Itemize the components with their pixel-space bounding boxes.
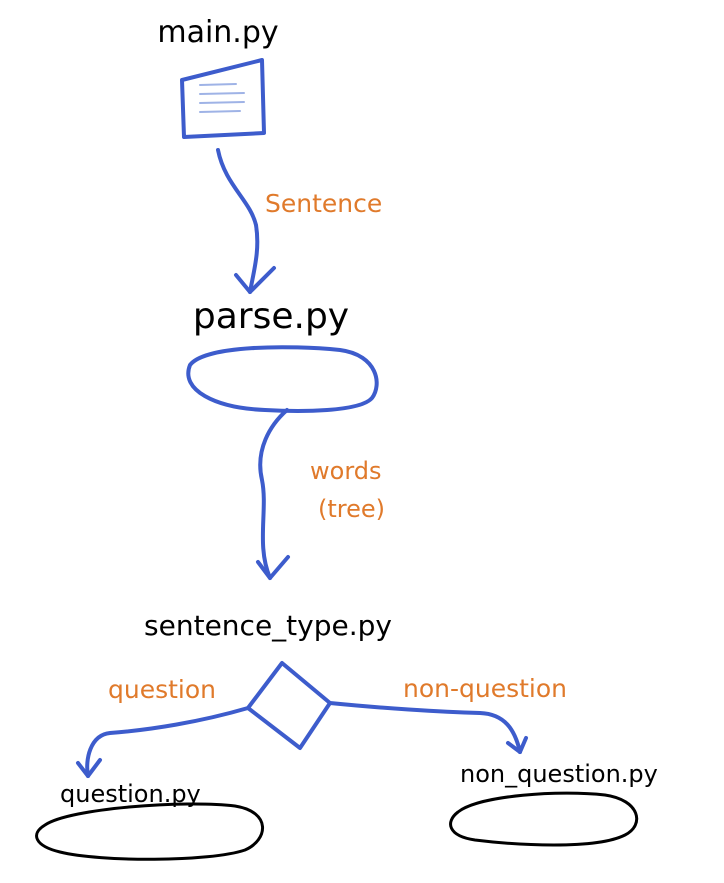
main-py-label: main.py: [157, 15, 278, 50]
edge-label-non-question: non-question: [403, 674, 567, 703]
non-question-py-label: non_question.py: [460, 760, 658, 788]
parse-py-label: parse.py: [193, 296, 349, 337]
edge-main-to-parse: [216, 148, 260, 294]
edge-label-tree: (tree): [318, 495, 385, 523]
sentence-type-py-label: sentence_type.py: [144, 609, 392, 642]
arrowhead-main-to-parse: [234, 266, 276, 294]
arrowhead-to-non-question: [506, 736, 528, 754]
non-question-oval: [449, 791, 639, 847]
edge-label-sentence: Sentence: [265, 189, 382, 218]
parse-oval: [186, 345, 379, 413]
edge-label-words: words: [310, 457, 382, 485]
document-icon: [180, 58, 266, 139]
arrowhead-parse-to-sentence-type: [256, 555, 290, 580]
edge-to-question: [85, 706, 250, 778]
edge-parse-to-sentence-type: [258, 408, 289, 580]
edge-label-question: question: [108, 675, 216, 704]
edge-to-non-question: [328, 701, 522, 754]
question-oval: [35, 802, 264, 861]
sentence-type-diamond: [246, 661, 332, 750]
arrowhead-to-question: [76, 758, 102, 778]
